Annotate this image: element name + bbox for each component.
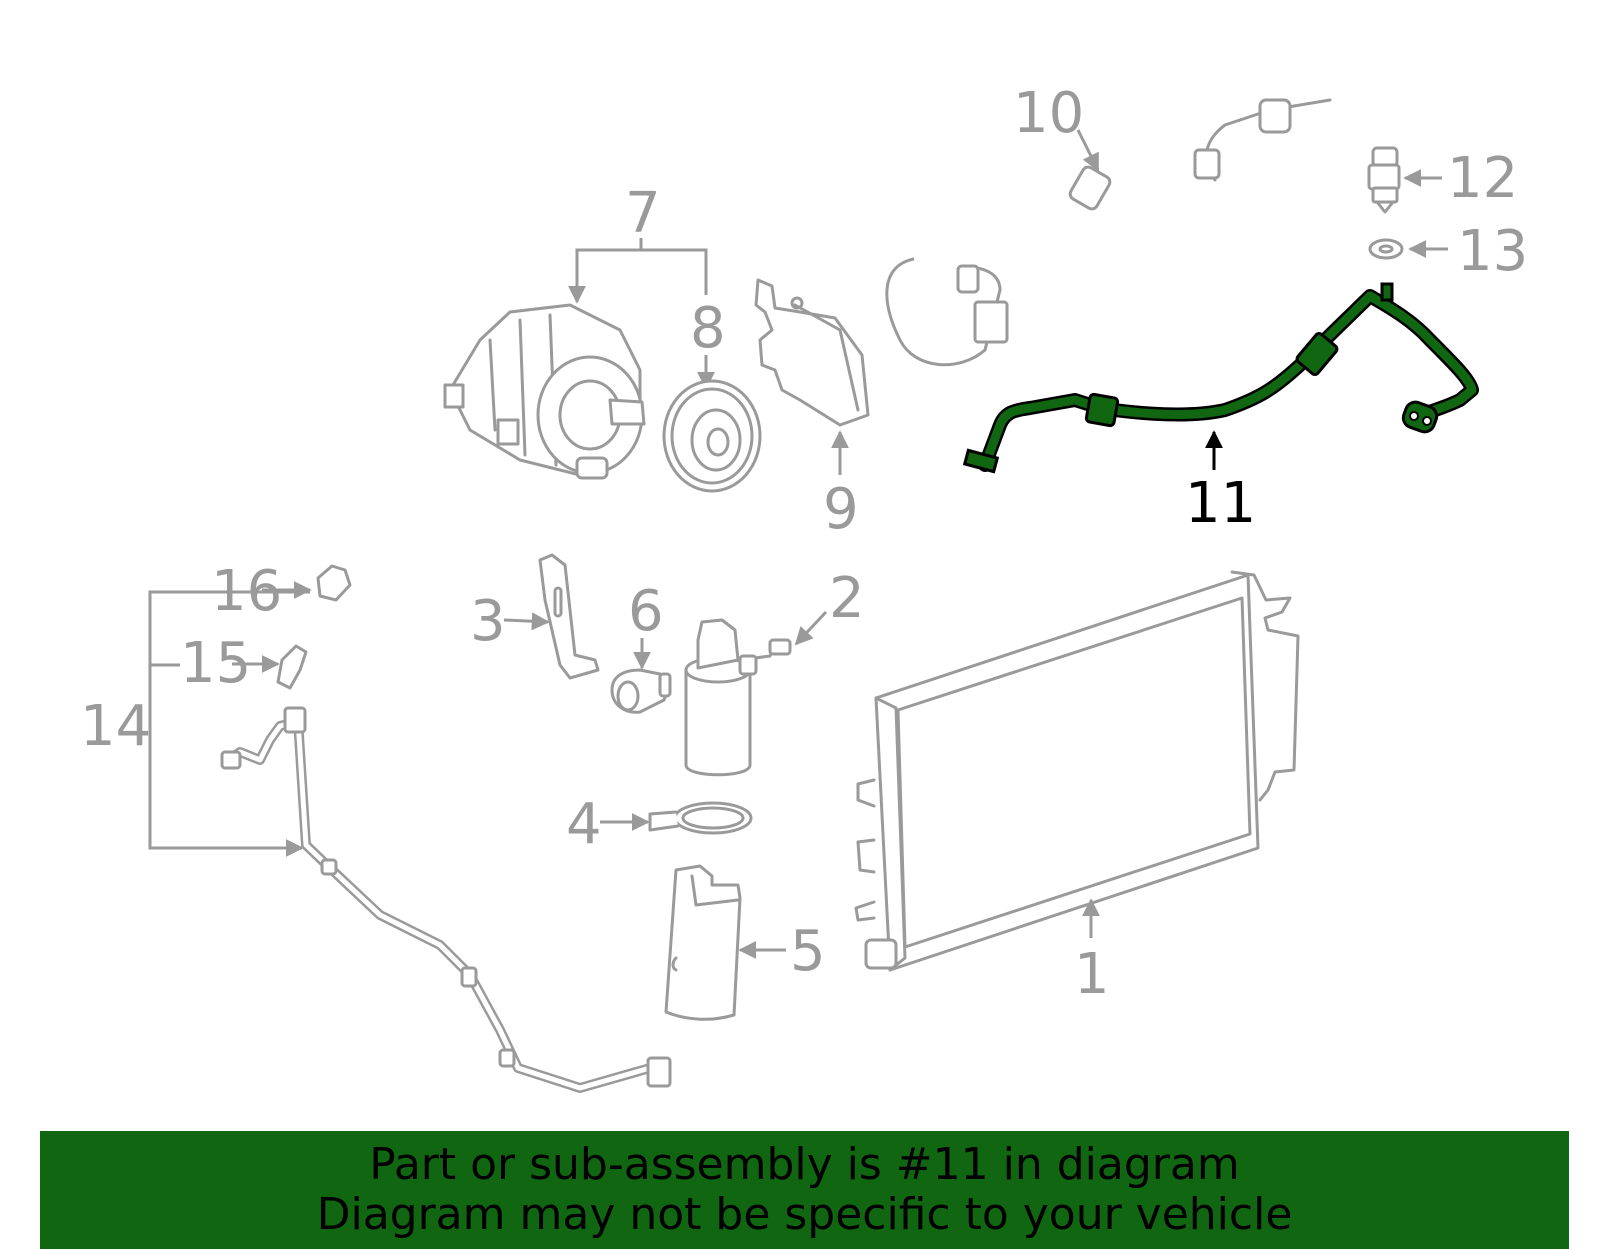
part-16-cap [316, 564, 352, 602]
part-1-condenser [854, 570, 1300, 972]
part-15-valve [276, 644, 308, 690]
part-11-hose-highlighted [962, 282, 1479, 474]
part-9-shield [754, 278, 870, 427]
callout-13: 13 [1457, 219, 1528, 284]
callout-11: 11 [1185, 471, 1256, 536]
callout-9: 9 [823, 477, 859, 542]
part-14-hose [220, 706, 672, 1093]
part-4-clamp [648, 801, 753, 835]
callout-10: 10 [1013, 81, 1084, 146]
part-10-hose [885, 50, 1351, 367]
banner-line-1: Part or sub-assembly is #11 in diagram [369, 1139, 1240, 1190]
banner-line-2: Diagram may not be specific to your vehi… [316, 1189, 1293, 1240]
callout-6: 6 [628, 579, 664, 644]
part-3-bracket [538, 553, 600, 680]
callout-12: 12 [1447, 146, 1518, 211]
part-7-compressor [443, 303, 646, 480]
part-2-accumulator [684, 618, 792, 777]
part-8-pulley [662, 379, 762, 493]
part-6-switch [610, 668, 672, 714]
callout-5: 5 [790, 919, 826, 984]
part-13-seal [1368, 238, 1404, 260]
callout-1: 1 [1074, 942, 1110, 1007]
notice-banner: Part or sub-assembly is #11 in diagram D… [40, 1131, 1569, 1249]
callout-8: 8 [690, 296, 726, 361]
callout-2: 2 [829, 566, 865, 631]
part-12-valve [1367, 146, 1401, 214]
callout-3: 3 [470, 589, 506, 654]
part-5-cover [664, 864, 742, 1021]
callout-4: 4 [566, 792, 602, 857]
callout-7: 7 [625, 181, 661, 246]
callout-14: 14 [80, 694, 151, 759]
